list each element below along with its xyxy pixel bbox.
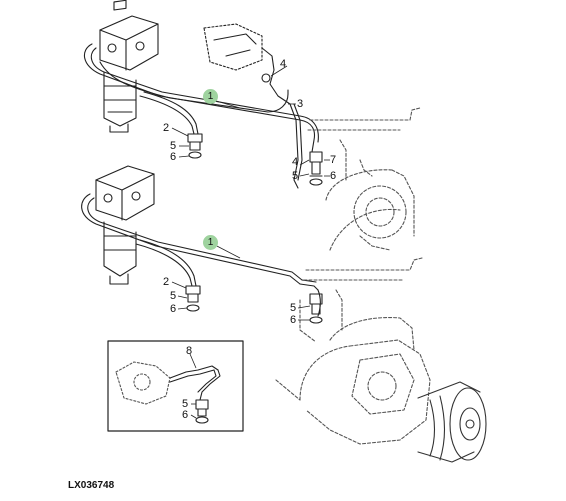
callout-6-top-right: 6: [330, 170, 337, 182]
callout-6-middle-left: 6: [170, 303, 177, 315]
callout-4-top-lower: 4: [292, 156, 299, 168]
callout-2-middle: 2: [163, 276, 170, 288]
top-line-2: [139, 91, 199, 135]
top-sensor-3: [203, 23, 303, 189]
callout-7: 7: [330, 154, 337, 166]
mid-valve-body: [95, 165, 155, 285]
mid-line-2: [135, 239, 197, 287]
callout-6-middle-right: 6: [290, 314, 297, 326]
callout-5-middle-right: 5: [290, 302, 297, 314]
callout-badge-1-top: 1: [203, 89, 218, 104]
top-fitting-right: [309, 151, 323, 186]
callout-2-top: 2: [163, 122, 170, 134]
top-fitting-left: [187, 133, 203, 159]
callout-5-middle-left: 5: [170, 290, 177, 302]
inset-frame: [107, 340, 244, 432]
callout-6-top-left: 6: [170, 151, 177, 163]
callout-5-top-right: 5: [292, 170, 299, 182]
callout-4-top-upper: 4: [280, 58, 287, 70]
leader-lines: [171, 65, 330, 419]
top-axle-housing: [307, 107, 421, 251]
figure-id: LX036748: [68, 480, 115, 491]
inset-parts: [115, 361, 221, 424]
mid-brake-line-1: [81, 193, 321, 317]
callout-5-inset: 5: [182, 398, 189, 410]
mid-fitting-left: [185, 285, 201, 312]
top-brake-line-1: [83, 43, 319, 153]
top-valve-body: [99, 0, 159, 133]
callout-8: 8: [186, 345, 193, 357]
callout-3: 3: [297, 98, 304, 110]
callout-6-inset: 6: [182, 409, 189, 421]
callout-5-top-left: 5: [170, 140, 177, 152]
callout-badge-1-middle: 1: [203, 235, 218, 250]
mid-axle-housing: [275, 257, 431, 445]
mid-hub: [417, 381, 487, 463]
